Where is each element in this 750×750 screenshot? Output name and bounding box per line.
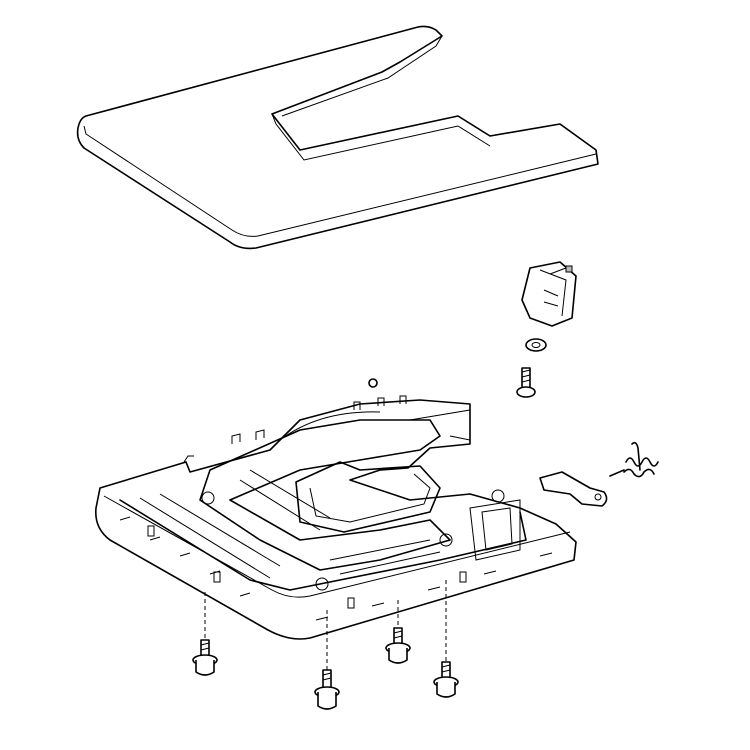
small-ring [368, 378, 378, 388]
bracket-screw [516, 367, 536, 398]
lever [539, 471, 608, 507]
leader-lines [204, 580, 447, 670]
washer [525, 338, 547, 352]
top-cover-plate [76, 25, 599, 250]
base-tray [94, 395, 577, 640]
screw [192, 639, 218, 676]
latch-bracket [521, 261, 577, 327]
screw [385, 627, 411, 664]
spring [609, 441, 659, 478]
mounting-screws [192, 627, 459, 710]
screw [433, 661, 459, 698]
screw [314, 669, 340, 710]
